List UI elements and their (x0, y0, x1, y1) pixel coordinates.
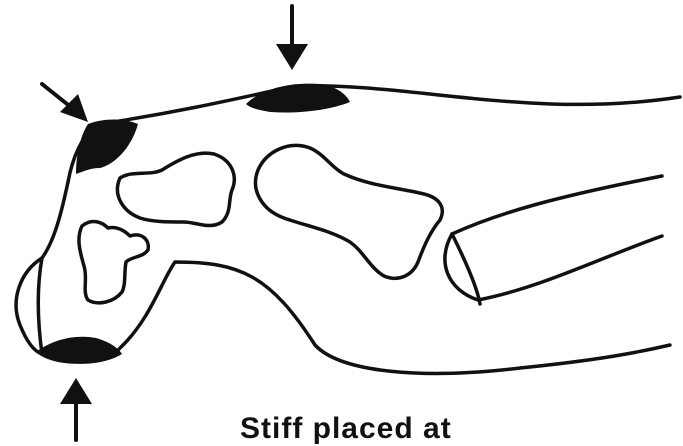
figure-caption: Stiff placed at (240, 412, 452, 446)
callus-pad-plantar (36, 337, 122, 364)
arrow-down-icon (276, 6, 308, 70)
callus-pad-dorsal (246, 84, 350, 113)
toe-tip-lobe (38, 258, 42, 354)
callus-pad-tip (76, 120, 138, 175)
middle-phalanx-bone (117, 153, 234, 225)
arrow-up-icon (60, 378, 92, 440)
proximal-phalanx-bone (256, 145, 443, 278)
distal-phalanx-bone (79, 222, 148, 303)
toe-dorsal-outline (68, 86, 680, 182)
metatarsal-outline-upper (452, 176, 662, 234)
toe-plantar-outline (42, 262, 670, 373)
arrow-diagonal-icon (42, 84, 88, 122)
